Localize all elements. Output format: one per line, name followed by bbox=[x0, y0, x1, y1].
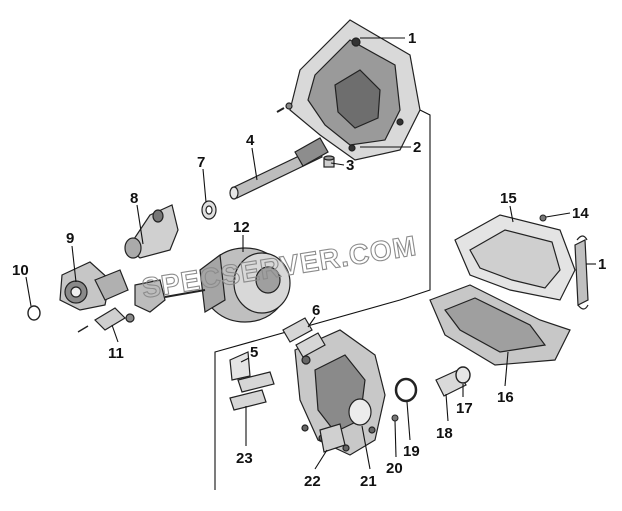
grease-fitting-20 bbox=[391, 414, 399, 422]
callout-4: 4 bbox=[246, 132, 255, 149]
callout-10: 10 bbox=[12, 262, 29, 279]
callout-3: 3 bbox=[346, 157, 354, 174]
callout-1-top: 1 bbox=[408, 30, 416, 47]
camshaft-bracket bbox=[124, 204, 179, 259]
dust-shield bbox=[289, 19, 421, 161]
snap-ring-part-10 bbox=[27, 305, 41, 321]
callout-11: 11 bbox=[108, 345, 124, 362]
plug-part-3 bbox=[323, 155, 335, 168]
callout-15: 15 bbox=[500, 190, 517, 207]
return-spring bbox=[574, 235, 589, 310]
lining-rivet-14 bbox=[539, 214, 547, 222]
callout-1-right: 1 bbox=[598, 256, 606, 273]
callout-2: 2 bbox=[413, 139, 421, 156]
callout-6: 6 bbox=[312, 302, 320, 319]
callout-17: 17 bbox=[456, 400, 473, 417]
callout-19: 19 bbox=[403, 443, 420, 460]
callout-16: 16 bbox=[497, 389, 514, 406]
callout-8: 8 bbox=[130, 190, 138, 207]
callout-14: 14 bbox=[572, 205, 589, 222]
callout-12: 12 bbox=[233, 219, 250, 236]
camshaft bbox=[229, 137, 329, 200]
leader-lines bbox=[25, 37, 596, 470]
slack-adjuster bbox=[59, 261, 129, 311]
callout-5: 5 bbox=[250, 344, 258, 361]
assembly-frame bbox=[214, 109, 431, 490]
roller-washer-17 bbox=[455, 366, 471, 384]
shield-bolt bbox=[276, 102, 293, 113]
callout-20: 20 bbox=[386, 460, 403, 477]
clevis-link bbox=[77, 279, 166, 333]
bushing-22 bbox=[301, 423, 350, 453]
anchor-pins-23 bbox=[229, 371, 275, 411]
callout-labels: 1 2 3 4 7 8 9 10 11 12 15 14 1 6 5 16 17… bbox=[12, 30, 606, 490]
washer-part-7 bbox=[201, 200, 217, 220]
retaining-clip-5 bbox=[229, 351, 251, 381]
callout-22: 22 bbox=[304, 473, 321, 490]
brake-spider bbox=[294, 329, 386, 456]
callout-18: 18 bbox=[436, 425, 453, 442]
callout-9: 9 bbox=[66, 230, 74, 247]
callout-7: 7 bbox=[197, 154, 205, 171]
brake-shoe-with-lining bbox=[454, 214, 576, 301]
seal-ring-19 bbox=[394, 377, 418, 403]
callout-23: 23 bbox=[236, 450, 253, 467]
lower-brake-shoe bbox=[429, 284, 571, 366]
brake-chamber bbox=[164, 247, 291, 323]
anchor-pins-6 bbox=[282, 317, 326, 358]
callout-21: 21 bbox=[360, 473, 377, 490]
